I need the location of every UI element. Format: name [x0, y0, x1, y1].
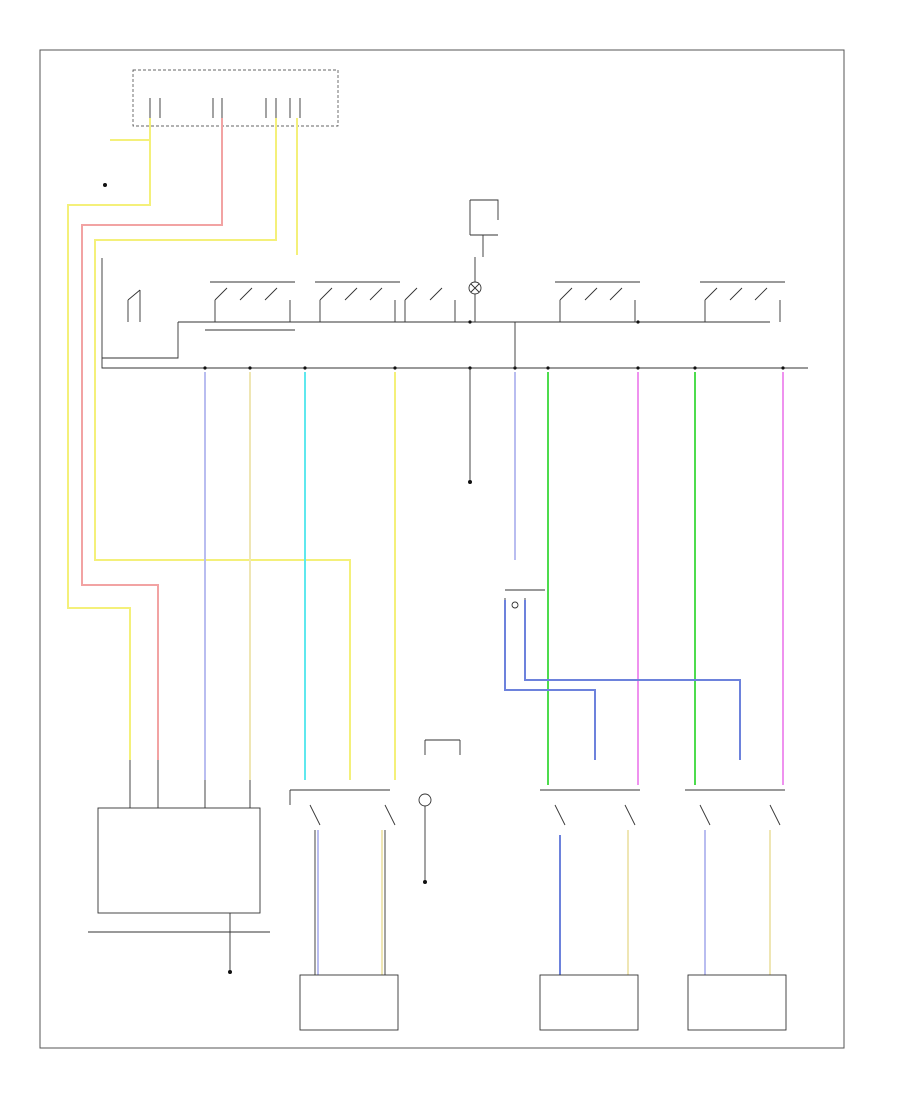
ground-symbol-center: [468, 480, 472, 484]
switch-passenger: [315, 281, 400, 322]
lamp-mid: [418, 739, 461, 884]
passenger-motor-box: [299, 974, 399, 1031]
connector-dots: [203, 320, 785, 370]
switch-block-outline: [101, 258, 808, 369]
fuse-box: [132, 69, 339, 127]
lr-motor-box: [539, 974, 639, 1031]
wire-yellow-mid: [94, 118, 351, 780]
driver-module-box: [97, 807, 261, 914]
switch-right-rear: [555, 281, 640, 322]
switch-left-rear: [210, 281, 295, 322]
wire-blue-a: [504, 600, 596, 760]
diagram-frame: [39, 49, 845, 1049]
fuse-stubs: [149, 98, 301, 118]
wire-blue-b: [524, 600, 741, 760]
lamp-top: [468, 199, 499, 322]
module-wire-drops: [129, 760, 251, 808]
right-rear-switch: [685, 789, 785, 826]
rr-motor-box: [687, 974, 787, 1031]
switch-common-bus: [102, 321, 770, 359]
power-distribution: [103, 183, 107, 187]
wire-yellow-left: [67, 118, 151, 760]
switch-lock: [127, 289, 141, 322]
switch-window-lockout: [404, 287, 456, 322]
switch-right-front: [700, 281, 785, 322]
left-rear-switch: [540, 789, 640, 975]
passenger-switch: [289, 789, 396, 975]
wire-pink: [81, 118, 223, 760]
ground-symbol-bottom: [228, 970, 232, 974]
module-ground-line: [88, 913, 270, 970]
